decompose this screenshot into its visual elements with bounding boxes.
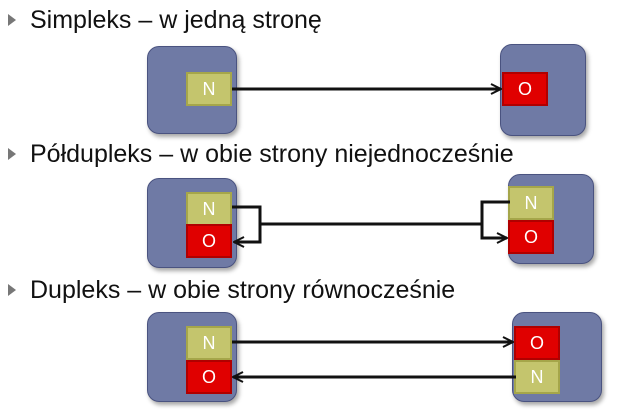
bullet-icon	[8, 148, 16, 160]
bullet-icon	[8, 284, 16, 296]
receiver-box: O	[186, 360, 232, 394]
receiver-box: O	[502, 72, 548, 106]
heading-duplex: Dupleks – w obie strony równocześnie	[8, 274, 455, 306]
sender-box: N	[186, 72, 232, 106]
heading-halfduplex: Półdupleks – w obie strony niejednocześn…	[8, 138, 514, 170]
heading-halfduplex-text: Półdupleks – w obie strony niejednocześn…	[30, 139, 514, 168]
receiver-box: O	[508, 220, 554, 254]
loop-right-halfduplex	[480, 200, 510, 238]
bullet-icon	[8, 14, 16, 26]
receiver-box: O	[186, 224, 232, 258]
loop-left-halfduplex	[232, 205, 262, 242]
heading-simplex-text: Simpleks – w jedną stronę	[30, 5, 322, 34]
heading-simplex: Simpleks – w jedną stronę	[8, 4, 322, 36]
receiver-box: O	[514, 326, 560, 360]
sender-box: N	[186, 326, 232, 360]
heading-duplex-text: Dupleks – w obie strony równocześnie	[30, 275, 456, 304]
sender-box: N	[514, 360, 560, 394]
sender-box: N	[186, 192, 232, 226]
